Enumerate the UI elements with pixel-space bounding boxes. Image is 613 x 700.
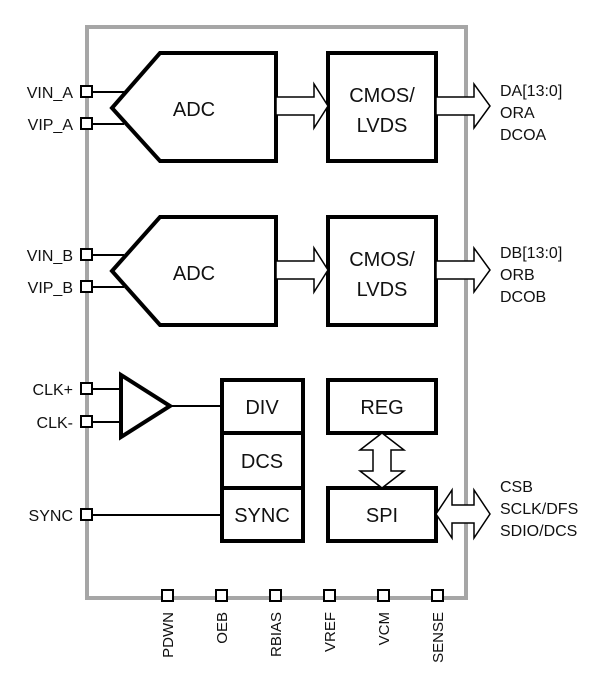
adc-b-label: ADC xyxy=(173,263,215,285)
bottom-pin-label-pdwn: PDWN xyxy=(160,612,177,658)
arrow-reg-spi xyxy=(357,432,407,489)
sync-block-label: SYNC xyxy=(234,505,290,527)
output-b-3: DCOB xyxy=(500,289,546,306)
div-label: DIV xyxy=(245,397,279,419)
reg-label: REG xyxy=(360,397,403,419)
pin-rbias xyxy=(269,589,282,602)
reg-block xyxy=(326,378,438,435)
dcs-label: DCS xyxy=(241,451,283,473)
pin-label-vin-b: VIN_B xyxy=(27,248,73,265)
pin-label-vip-a: VIP_A xyxy=(28,117,74,134)
output-b-2: ORB xyxy=(500,267,535,284)
bottom-pin-label-sense: SENSE xyxy=(430,612,447,663)
pin-oeb xyxy=(215,589,228,602)
bottom-pin-label-rbias: RBIAS xyxy=(268,612,285,657)
output-a-2: ORA xyxy=(500,105,535,122)
pin-clk-n xyxy=(80,415,93,428)
pin-vin-b xyxy=(80,248,93,261)
pin-label-clk-p: CLK+ xyxy=(33,382,73,399)
arrow-adc-a-to-cmos-a xyxy=(275,81,329,131)
pin-label-vin-a: VIN_A xyxy=(27,85,74,102)
pin-clk-p xyxy=(80,382,93,395)
pin-vip-b xyxy=(80,280,93,293)
bottom-pin-label-oeb: OEB xyxy=(214,612,231,644)
bottom-pin-label-vcm: VCM xyxy=(376,612,393,645)
pin-sense xyxy=(431,589,444,602)
arrow-spi-out xyxy=(435,487,491,541)
spi-output-1: CSB xyxy=(500,479,533,496)
sync-block xyxy=(220,486,305,543)
div-block xyxy=(220,378,305,435)
spi-label: SPI xyxy=(366,505,398,527)
pin-pdwn xyxy=(161,589,174,602)
clock-buffer xyxy=(119,371,174,441)
pin-vin-a xyxy=(80,85,93,98)
arrow-cmos-a-out xyxy=(435,81,491,131)
pin-vref xyxy=(323,589,336,602)
output-a-3: DCOA xyxy=(500,127,547,144)
cmos-lvds-a-block xyxy=(326,51,438,163)
cmos-lvds-a-label-2: LVDS xyxy=(357,115,408,137)
arrow-adc-b-to-cmos-b xyxy=(275,245,329,295)
spi-output-2: SCLK/DFS xyxy=(500,501,578,518)
cmos-lvds-b-block xyxy=(326,215,438,327)
output-b-1: DB[13:0] xyxy=(500,245,562,262)
pin-vip-a xyxy=(80,117,93,130)
pin-label-vip-b: VIP_B xyxy=(28,280,73,297)
spi-output-3: SDIO/DCS xyxy=(500,523,577,540)
adc-a-label: ADC xyxy=(173,99,215,121)
pin-label-clk-n: CLK- xyxy=(37,415,73,432)
arrow-cmos-b-out xyxy=(435,245,491,295)
pin-vcm xyxy=(377,589,390,602)
output-a-1: DA[13:0] xyxy=(500,83,562,100)
bottom-pin-label-vref: VREF xyxy=(322,612,339,652)
pin-sync xyxy=(80,508,93,521)
dcs-block xyxy=(220,431,305,490)
pin-label-sync: SYNC xyxy=(29,508,73,525)
cmos-lvds-b-label-1: CMOS/ xyxy=(349,249,415,271)
cmos-lvds-b-label-2: LVDS xyxy=(357,279,408,301)
cmos-lvds-a-label-1: CMOS/ xyxy=(349,85,415,107)
